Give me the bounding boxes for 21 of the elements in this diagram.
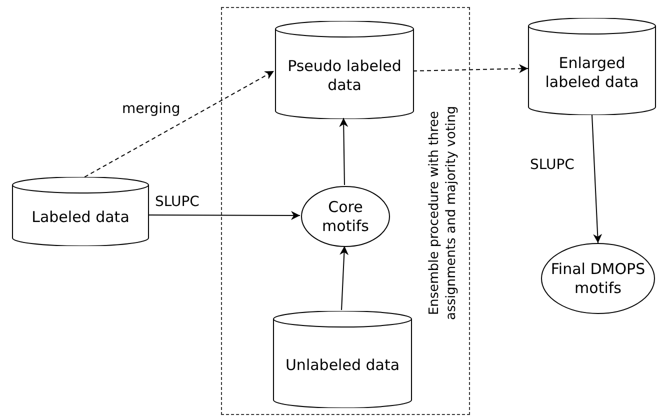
node-label: Enlarged labeled data	[544, 54, 640, 92]
arrow	[592, 114, 602, 244]
node-label: Core motifs	[321, 198, 370, 236]
dashed-group-box	[221, 7, 470, 415]
database-cylinder	[528, 18, 656, 115]
node-label: Labeled data	[30, 208, 130, 227]
process-ellipse	[301, 186, 390, 247]
arrow	[412, 64, 528, 74]
group-caption: Ensemble procedure with three assignments and majority voting	[426, 104, 460, 322]
node-label: Pseudo labeled data	[286, 57, 402, 95]
arrow	[339, 118, 348, 186]
arrow	[148, 210, 300, 220]
edge-label: merging	[121, 101, 182, 118]
database-cylinder	[12, 177, 149, 246]
node-label: Final DMOPS motifs	[550, 260, 646, 298]
arrow	[340, 246, 349, 310]
database-cylinder	[275, 21, 414, 119]
node-label: Unlabeled data	[284, 356, 401, 375]
arrow	[84, 70, 274, 178]
database-cylinder	[273, 311, 412, 408]
process-ellipse	[541, 243, 655, 314]
